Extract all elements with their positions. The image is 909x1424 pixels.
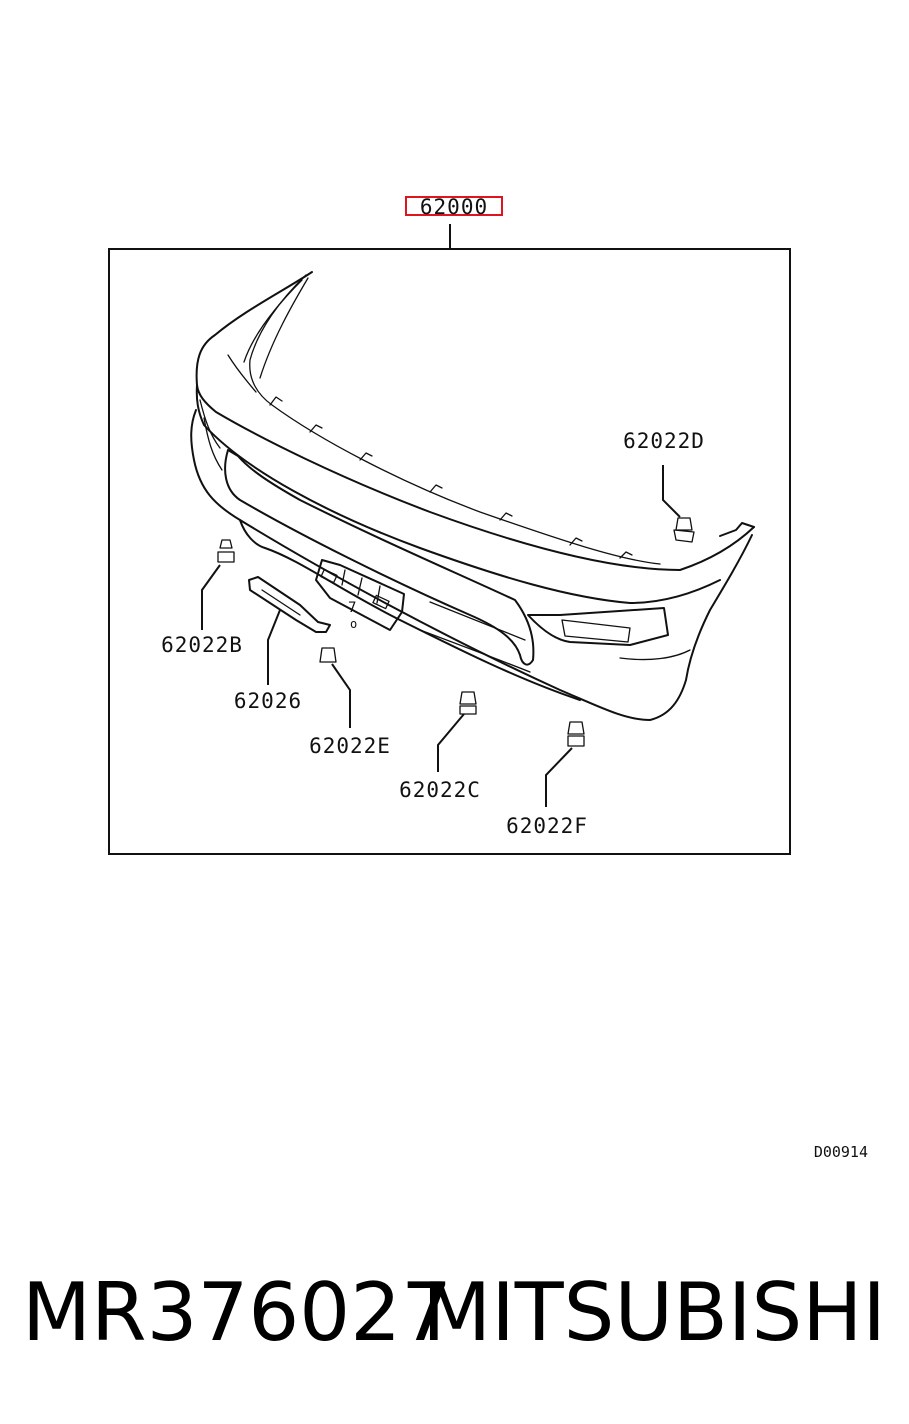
part-number: MR376027 xyxy=(22,1266,452,1359)
drawing-code: D00914 xyxy=(814,1143,868,1161)
diagram-frame xyxy=(108,248,791,855)
callout-62022f[interactable]: 62022F xyxy=(506,814,588,838)
callout-62022d[interactable]: 62022D xyxy=(623,429,705,453)
callout-62022c[interactable]: 62022C xyxy=(399,778,481,802)
main-part-label[interactable]: 62000 xyxy=(420,195,488,219)
main-part-highlight xyxy=(405,196,503,216)
svg-text:o: o xyxy=(350,617,357,631)
callout-62026[interactable]: 62026 xyxy=(234,689,302,713)
svg-text:7: 7 xyxy=(348,600,356,616)
brand-name: MITSUBISHI xyxy=(422,1266,886,1359)
callout-62022b[interactable]: 62022B xyxy=(161,633,243,657)
front-bumper-drawing: 7 o xyxy=(190,271,755,747)
callout-62022e[interactable]: 62022E xyxy=(309,734,391,758)
